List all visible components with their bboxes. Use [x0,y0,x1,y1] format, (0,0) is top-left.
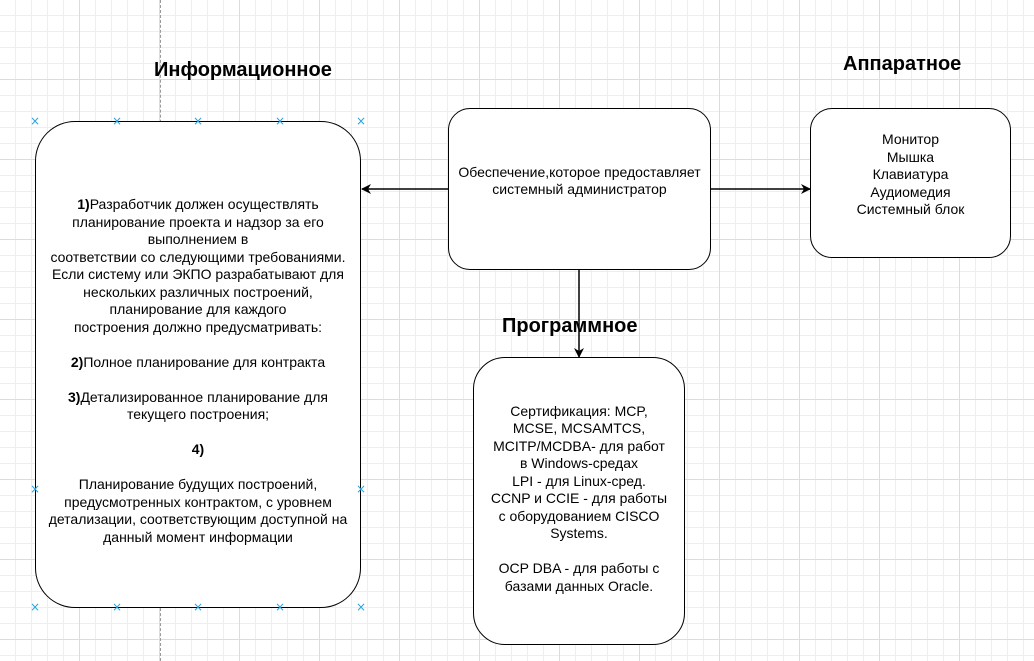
item-4-text: Планирование будущих построений, предусм… [48,476,348,545]
selection-handle-icon[interactable]: × [111,114,123,128]
item-3-text: Детализированное планирование для текуще… [80,388,328,423]
item-2-number: 2) [70,353,84,370]
item-3-number: 3) [68,388,81,405]
selection-handle-icon[interactable]: × [29,114,41,128]
informational-box[interactable]: 1)Разработчик должен осуществлять планир… [35,121,361,608]
selection-handle-icon[interactable]: × [355,482,367,496]
hardware-box-text: Монитор Мышка Клавиатура Аудиомедия Сист… [856,131,965,218]
center-box-text: Обеспечение,которое предоставляет систем… [458,163,701,198]
center-box[interactable]: Обеспечение,которое предоставляет систем… [448,108,711,270]
heading-informational: Информационное [154,59,332,81]
item-4-number: 4) [191,441,205,458]
selection-handle-icon[interactable]: × [192,114,204,128]
selection-handle-icon[interactable]: × [355,114,367,128]
heading-software: Программное [502,315,638,337]
selection-handle-icon[interactable]: × [192,600,204,614]
item-1-number: 1) [77,196,90,213]
software-box-text: Сертификация: MCP, MCSE, MCSAMTCS, MCITP… [490,402,668,594]
hardware-box[interactable]: Монитор Мышка Клавиатура Аудиомедия Сист… [810,108,1011,258]
heading-hardware: Аппаратное [843,53,962,75]
selection-handle-icon[interactable]: × [274,600,286,614]
selection-handle-icon[interactable]: × [274,114,286,128]
selection-handle-icon[interactable]: × [355,600,367,614]
software-box[interactable]: Сертификация: MCP, MCSE, MCSAMTCS, MCITP… [473,357,685,645]
informational-box-text: 1)Разработчик должен осуществлять планир… [49,179,348,547]
selection-handle-icon[interactable]: × [29,600,41,614]
selection-handle-icon[interactable]: × [29,482,41,496]
selection-handle-icon[interactable]: × [111,600,123,614]
item-1-text: Разработчик должен осуществлять планиров… [50,196,346,335]
item-2-text: Полное планирование для контракта [83,353,326,370]
